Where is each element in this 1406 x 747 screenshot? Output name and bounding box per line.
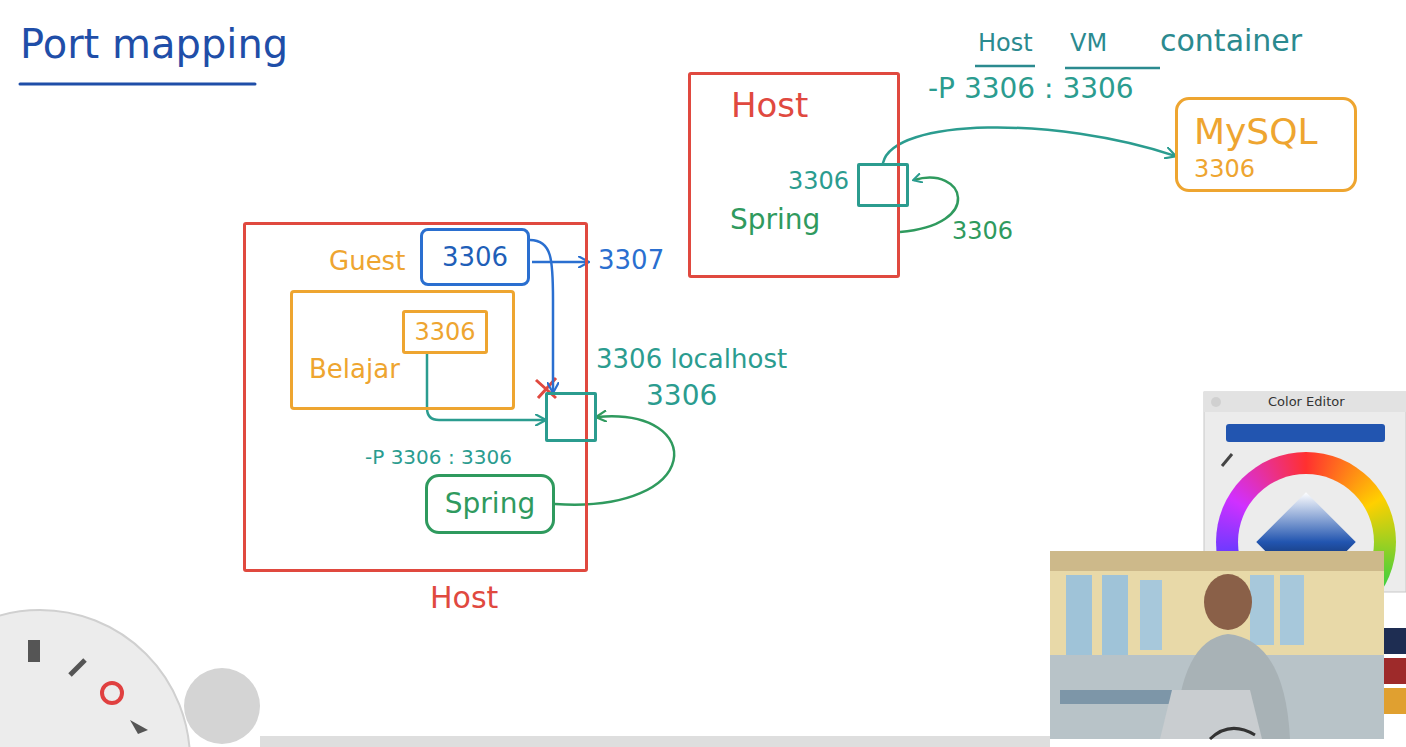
port-label: 3307	[598, 246, 664, 275]
app-box: Spring	[425, 474, 555, 534]
node-text: 3306	[788, 168, 849, 194]
host-box: Host 3306	[688, 72, 900, 278]
connector-arrow	[883, 127, 1175, 163]
node-text: Host	[731, 87, 808, 124]
tool-icon	[28, 640, 40, 662]
node-text: 3306	[414, 319, 475, 345]
port-box: 3306	[857, 163, 909, 207]
eyedropper	[1222, 454, 1232, 466]
tool-icon	[130, 720, 148, 734]
port-box: 3306	[402, 310, 488, 354]
node-text: 3306	[442, 243, 508, 272]
host-box: HostGuest3306Belajar33063306 localhost33…	[243, 222, 588, 572]
tool-icon	[70, 660, 85, 675]
node-text: MySQL	[1194, 112, 1318, 152]
tool-button	[184, 668, 260, 744]
tool-icon	[102, 683, 122, 703]
connector-arrow	[427, 354, 545, 420]
app-label: Spring	[730, 205, 820, 236]
node-text: Guest	[329, 247, 405, 276]
header-underline	[975, 65, 1035, 68]
node-text: Host	[430, 581, 498, 614]
column-heading: container	[1160, 24, 1302, 57]
title-underline	[20, 83, 255, 86]
column-heading: Host	[978, 30, 1033, 56]
swatch	[1384, 688, 1406, 714]
node-text: 3306	[1194, 156, 1255, 182]
toolbar-bar	[260, 736, 1050, 747]
command-text: -P 3306 : 3306	[365, 446, 512, 468]
port-arrow	[532, 261, 588, 264]
connector-arrow	[555, 416, 674, 504]
column-heading: VM	[1070, 30, 1107, 56]
panel-close	[1211, 397, 1221, 407]
panel-titlebar	[1204, 392, 1406, 412]
diagram-title: Port mapping	[20, 22, 288, 66]
node-text: 3306 localhost	[596, 345, 787, 374]
container-box: MySQL 3306	[1175, 97, 1357, 192]
swatch	[1384, 658, 1406, 684]
header-underline	[1065, 67, 1160, 70]
guest-box: Guest3306	[420, 228, 530, 286]
node-text: 3306	[646, 381, 717, 412]
connector-arrow	[530, 240, 553, 392]
node-text: Spring	[445, 489, 535, 520]
port-box: 3306 localhost3306	[545, 392, 597, 442]
tool-wheel	[0, 610, 190, 747]
color-bar	[1226, 424, 1385, 442]
node-text: Belajar	[309, 355, 400, 384]
vm-box: Belajar 3306	[290, 290, 515, 410]
swatch	[1384, 628, 1406, 654]
port-label: 3306	[952, 218, 1013, 244]
command-text: -P 3306 : 3306	[928, 74, 1134, 105]
panel-title: Color Editor	[1268, 395, 1345, 409]
